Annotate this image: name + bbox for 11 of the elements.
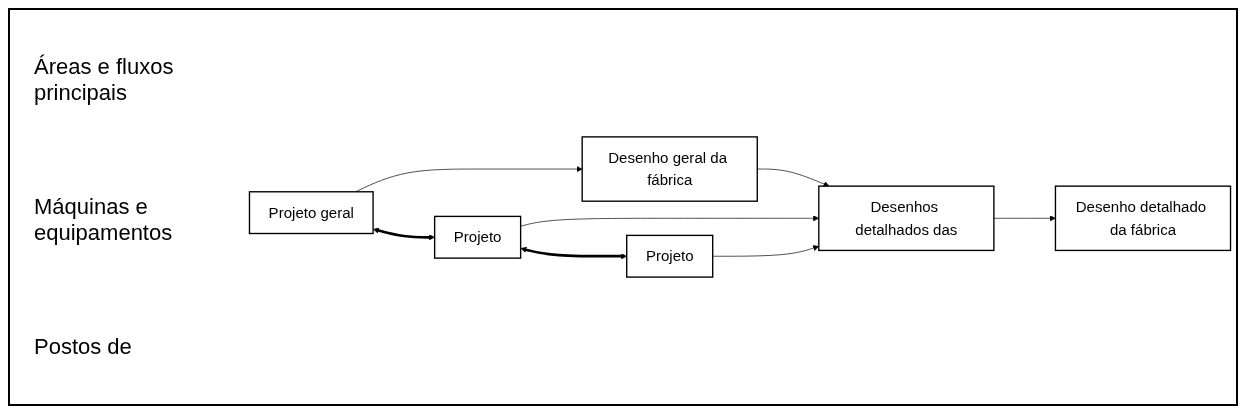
row-label: Máquinas e equipamentos xyxy=(34,194,174,246)
arrow xyxy=(520,246,627,260)
arrow xyxy=(373,227,435,241)
node-box: Projeto xyxy=(626,234,714,278)
node-box: Projeto xyxy=(433,215,522,259)
row-label: Áreas e fluxos principais xyxy=(34,54,175,106)
row-label: Postos de xyxy=(34,334,133,360)
node-box: Desenho detalhado da fábrica xyxy=(1054,185,1232,252)
node-box: Desenhos detalhados das xyxy=(818,185,995,252)
node-box: Desenho geral da fábrica xyxy=(581,136,758,202)
node-box: Projeto geral xyxy=(248,191,374,235)
